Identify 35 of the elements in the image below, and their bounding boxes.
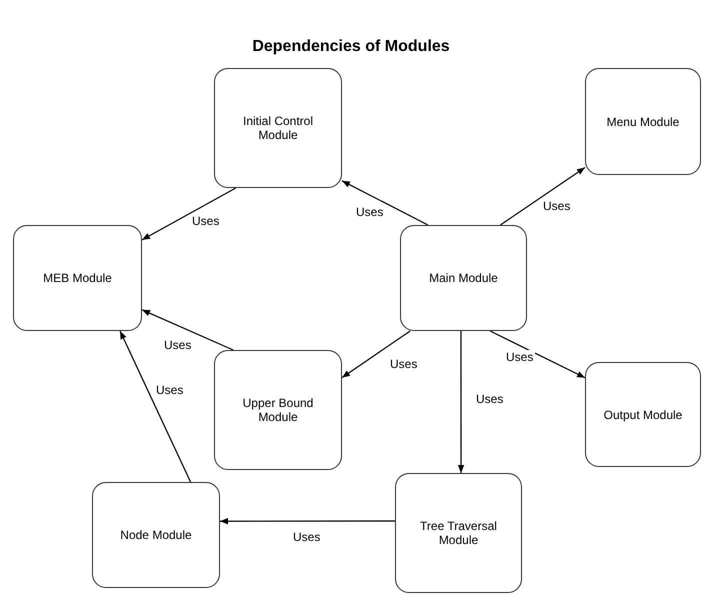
module-name: MEB Module: [43, 271, 112, 285]
edge-label: Uses: [190, 214, 222, 228]
module-name: Menu Module: [606, 114, 680, 128]
module-name: Node Module: [120, 528, 192, 542]
module-box: [585, 362, 701, 467]
module-name: Upper Bound Module: [242, 396, 314, 424]
module-box: [214, 68, 342, 188]
module-name: Main Module: [429, 271, 498, 285]
module-box: [585, 68, 701, 175]
module-name: Output Module: [604, 408, 682, 422]
arrow: [220, 518, 395, 524]
edge-label: Uses: [154, 383, 186, 397]
module-box: [214, 350, 342, 470]
module-box: [13, 225, 142, 331]
arrow: [142, 187, 236, 240]
arrow: [500, 167, 586, 226]
arrow: [458, 331, 464, 473]
edge-label: Uses: [162, 338, 194, 352]
module-box: [92, 482, 220, 588]
edge-label: Uses: [388, 357, 420, 371]
edge-label: Uses: [504, 350, 536, 364]
module-box: [395, 473, 522, 593]
edge-label: Uses: [541, 199, 572, 213]
arrow: [142, 309, 234, 351]
edge-label: Uses: [474, 392, 506, 406]
module-box: [400, 225, 527, 331]
edge-label: Uses: [354, 205, 386, 219]
edge-label: Uses: [291, 530, 322, 544]
arrow: [342, 330, 410, 378]
arrow: [490, 330, 586, 378]
arrow: [120, 330, 192, 482]
diagram-title: Dependencies of Modules: [251, 38, 451, 56]
arrow: [342, 180, 428, 226]
module-name: Tree Traversal Module: [419, 519, 498, 547]
module-name: Initial Control Module: [242, 114, 314, 142]
